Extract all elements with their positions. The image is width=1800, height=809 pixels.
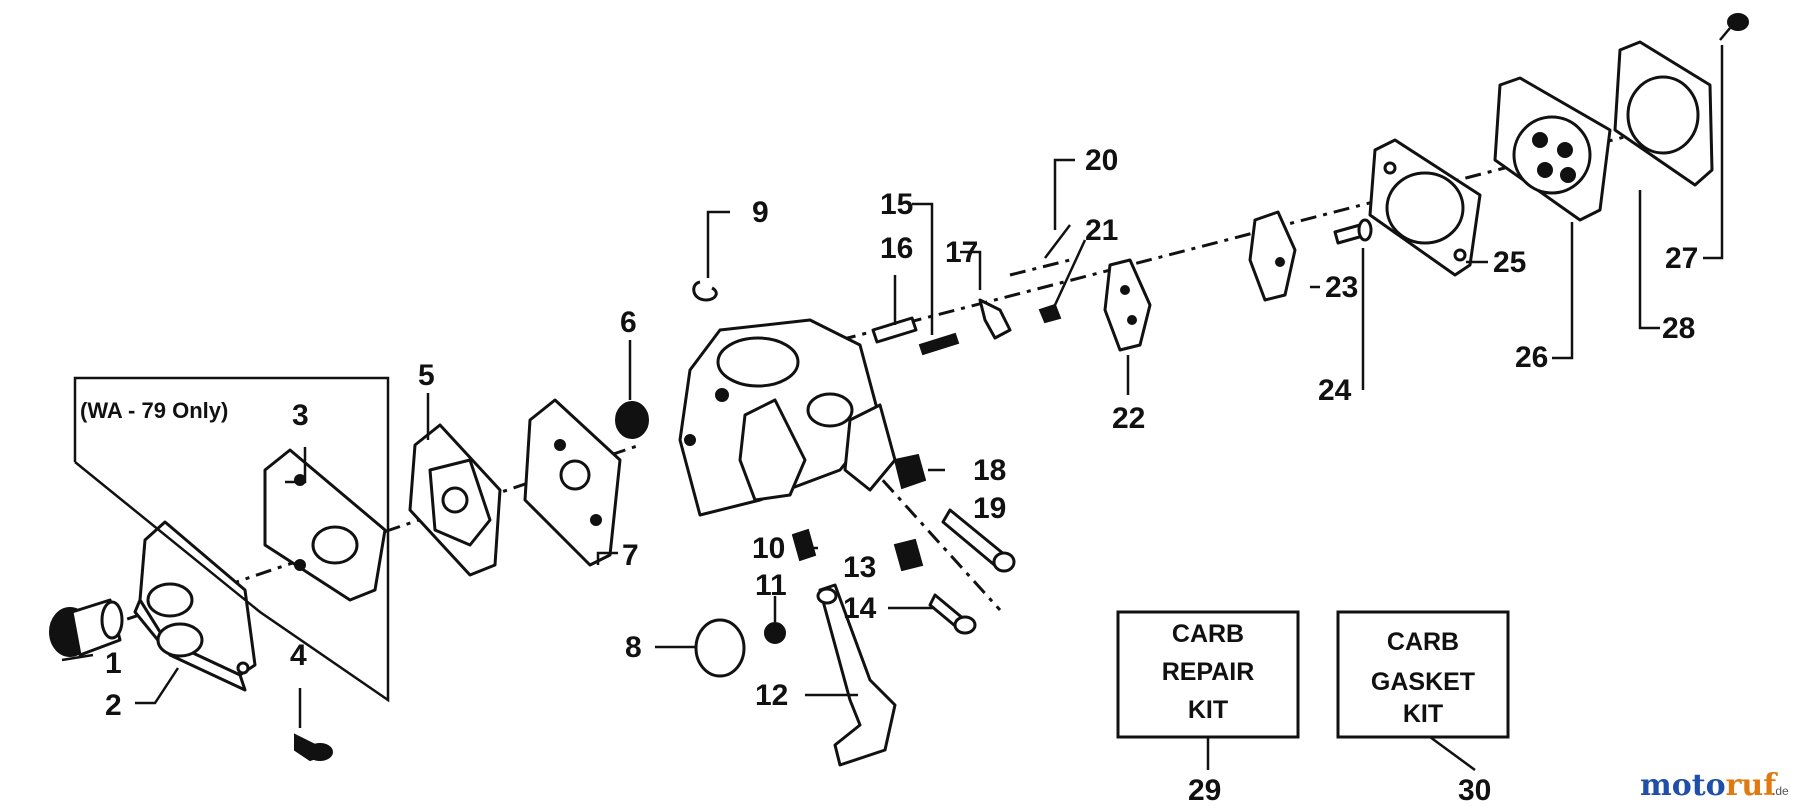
wa79-note-bracket xyxy=(73,376,390,703)
part-8-disc xyxy=(694,618,746,678)
callout-9: 9 xyxy=(752,196,769,229)
callout-10: 10 xyxy=(752,532,785,565)
part-26-diaphragm xyxy=(1493,76,1612,222)
kit-repair-line-3: KIT xyxy=(1188,696,1228,724)
part-9-clip xyxy=(692,280,718,302)
callout-1: 1 xyxy=(105,647,122,680)
part-17-lever xyxy=(978,298,1012,340)
callout-25: 25 xyxy=(1493,246,1526,279)
part-21-screw xyxy=(1038,303,1062,324)
part-27-screw xyxy=(1719,13,1749,41)
part-15-spring xyxy=(918,332,960,356)
callout-26: 26 xyxy=(1515,341,1548,374)
callout-21: 21 xyxy=(1085,214,1118,247)
leader-lines xyxy=(61,45,1724,772)
part-5-diaphragm xyxy=(408,423,502,577)
callout-30: 30 xyxy=(1458,774,1491,807)
kit-repair-line-1: CARB xyxy=(1172,620,1244,648)
kit-gasket-line-2: GASKET xyxy=(1371,668,1475,696)
part-2-pump-cover xyxy=(133,520,257,692)
watermark-logo: motoruf .de xyxy=(1640,768,1789,803)
callout-13: 13 xyxy=(843,551,876,584)
callout-11: 11 xyxy=(755,569,787,602)
watermark-part2: ruf xyxy=(1726,768,1779,803)
part-25-gasket xyxy=(1368,138,1482,277)
part-14-screw xyxy=(928,593,977,635)
callout-7: 7 xyxy=(622,539,639,572)
callout-23: 23 xyxy=(1325,271,1358,304)
callout-3: 3 xyxy=(292,399,309,432)
callout-16: 16 xyxy=(880,232,913,265)
part-23-choke-plate xyxy=(1248,210,1297,302)
kit-gasket-line-3: KIT xyxy=(1403,700,1443,728)
callout-5: 5 xyxy=(418,359,435,392)
part-28-cover xyxy=(1613,40,1714,187)
callout-24: 24 xyxy=(1318,374,1352,407)
kit-box-repair: CARB REPAIR KIT xyxy=(1116,610,1300,739)
callout-20: 20 xyxy=(1085,144,1118,177)
svg-text:motoruf: motoruf xyxy=(1640,768,1778,803)
callout-6: 6 xyxy=(620,306,637,339)
kit-box-gasket: CARB GASKET KIT xyxy=(1336,610,1510,739)
callout-27: 27 xyxy=(1665,242,1698,275)
callout-labels: 1 2 3 4 5 6 7 8 9 10 11 12 13 14 15 16 1… xyxy=(105,144,1698,807)
callout-29: 29 xyxy=(1188,774,1221,807)
part-16-pin xyxy=(871,316,918,344)
part-3-gasket xyxy=(263,448,387,602)
callout-17: 17 xyxy=(945,236,978,269)
callout-4: 4 xyxy=(290,639,307,672)
assembly-axis-tie xyxy=(1009,258,1071,277)
watermark-suffix: .de xyxy=(1772,784,1789,798)
part-4-screw xyxy=(294,733,333,762)
callout-8: 8 xyxy=(625,631,642,664)
callout-18: 18 xyxy=(973,454,1006,487)
part-20-pin xyxy=(1044,224,1071,259)
part-13-spring xyxy=(893,538,924,572)
part-22-throttle-plate xyxy=(1103,258,1152,352)
part-10-spring xyxy=(791,528,817,562)
callout-14: 14 xyxy=(843,592,877,625)
callout-22: 22 xyxy=(1112,402,1145,435)
assembly-axis-lever xyxy=(858,453,1002,612)
callout-12: 12 xyxy=(755,679,788,712)
callout-19: 19 xyxy=(973,492,1006,525)
part-1-plug xyxy=(49,598,124,657)
callout-28: 28 xyxy=(1662,312,1695,345)
kit-gasket-line-1: CARB xyxy=(1387,628,1459,656)
part-18-spring xyxy=(893,453,927,490)
callout-2: 2 xyxy=(105,689,122,722)
part-6-cap xyxy=(615,401,649,439)
carburetor-body xyxy=(678,318,897,517)
kit-repair-line-2: REPAIR xyxy=(1162,658,1255,686)
callout-15: 15 xyxy=(880,188,913,221)
part-12-lever xyxy=(816,583,897,767)
part-11-nut xyxy=(764,622,786,644)
watermark-part1: moto xyxy=(1640,768,1726,803)
part-24-screw xyxy=(1333,218,1373,245)
wa79-note: (WA - 79 Only) xyxy=(80,398,228,423)
part-7-metering-plate xyxy=(523,398,622,567)
part-19-screw xyxy=(941,508,1016,573)
